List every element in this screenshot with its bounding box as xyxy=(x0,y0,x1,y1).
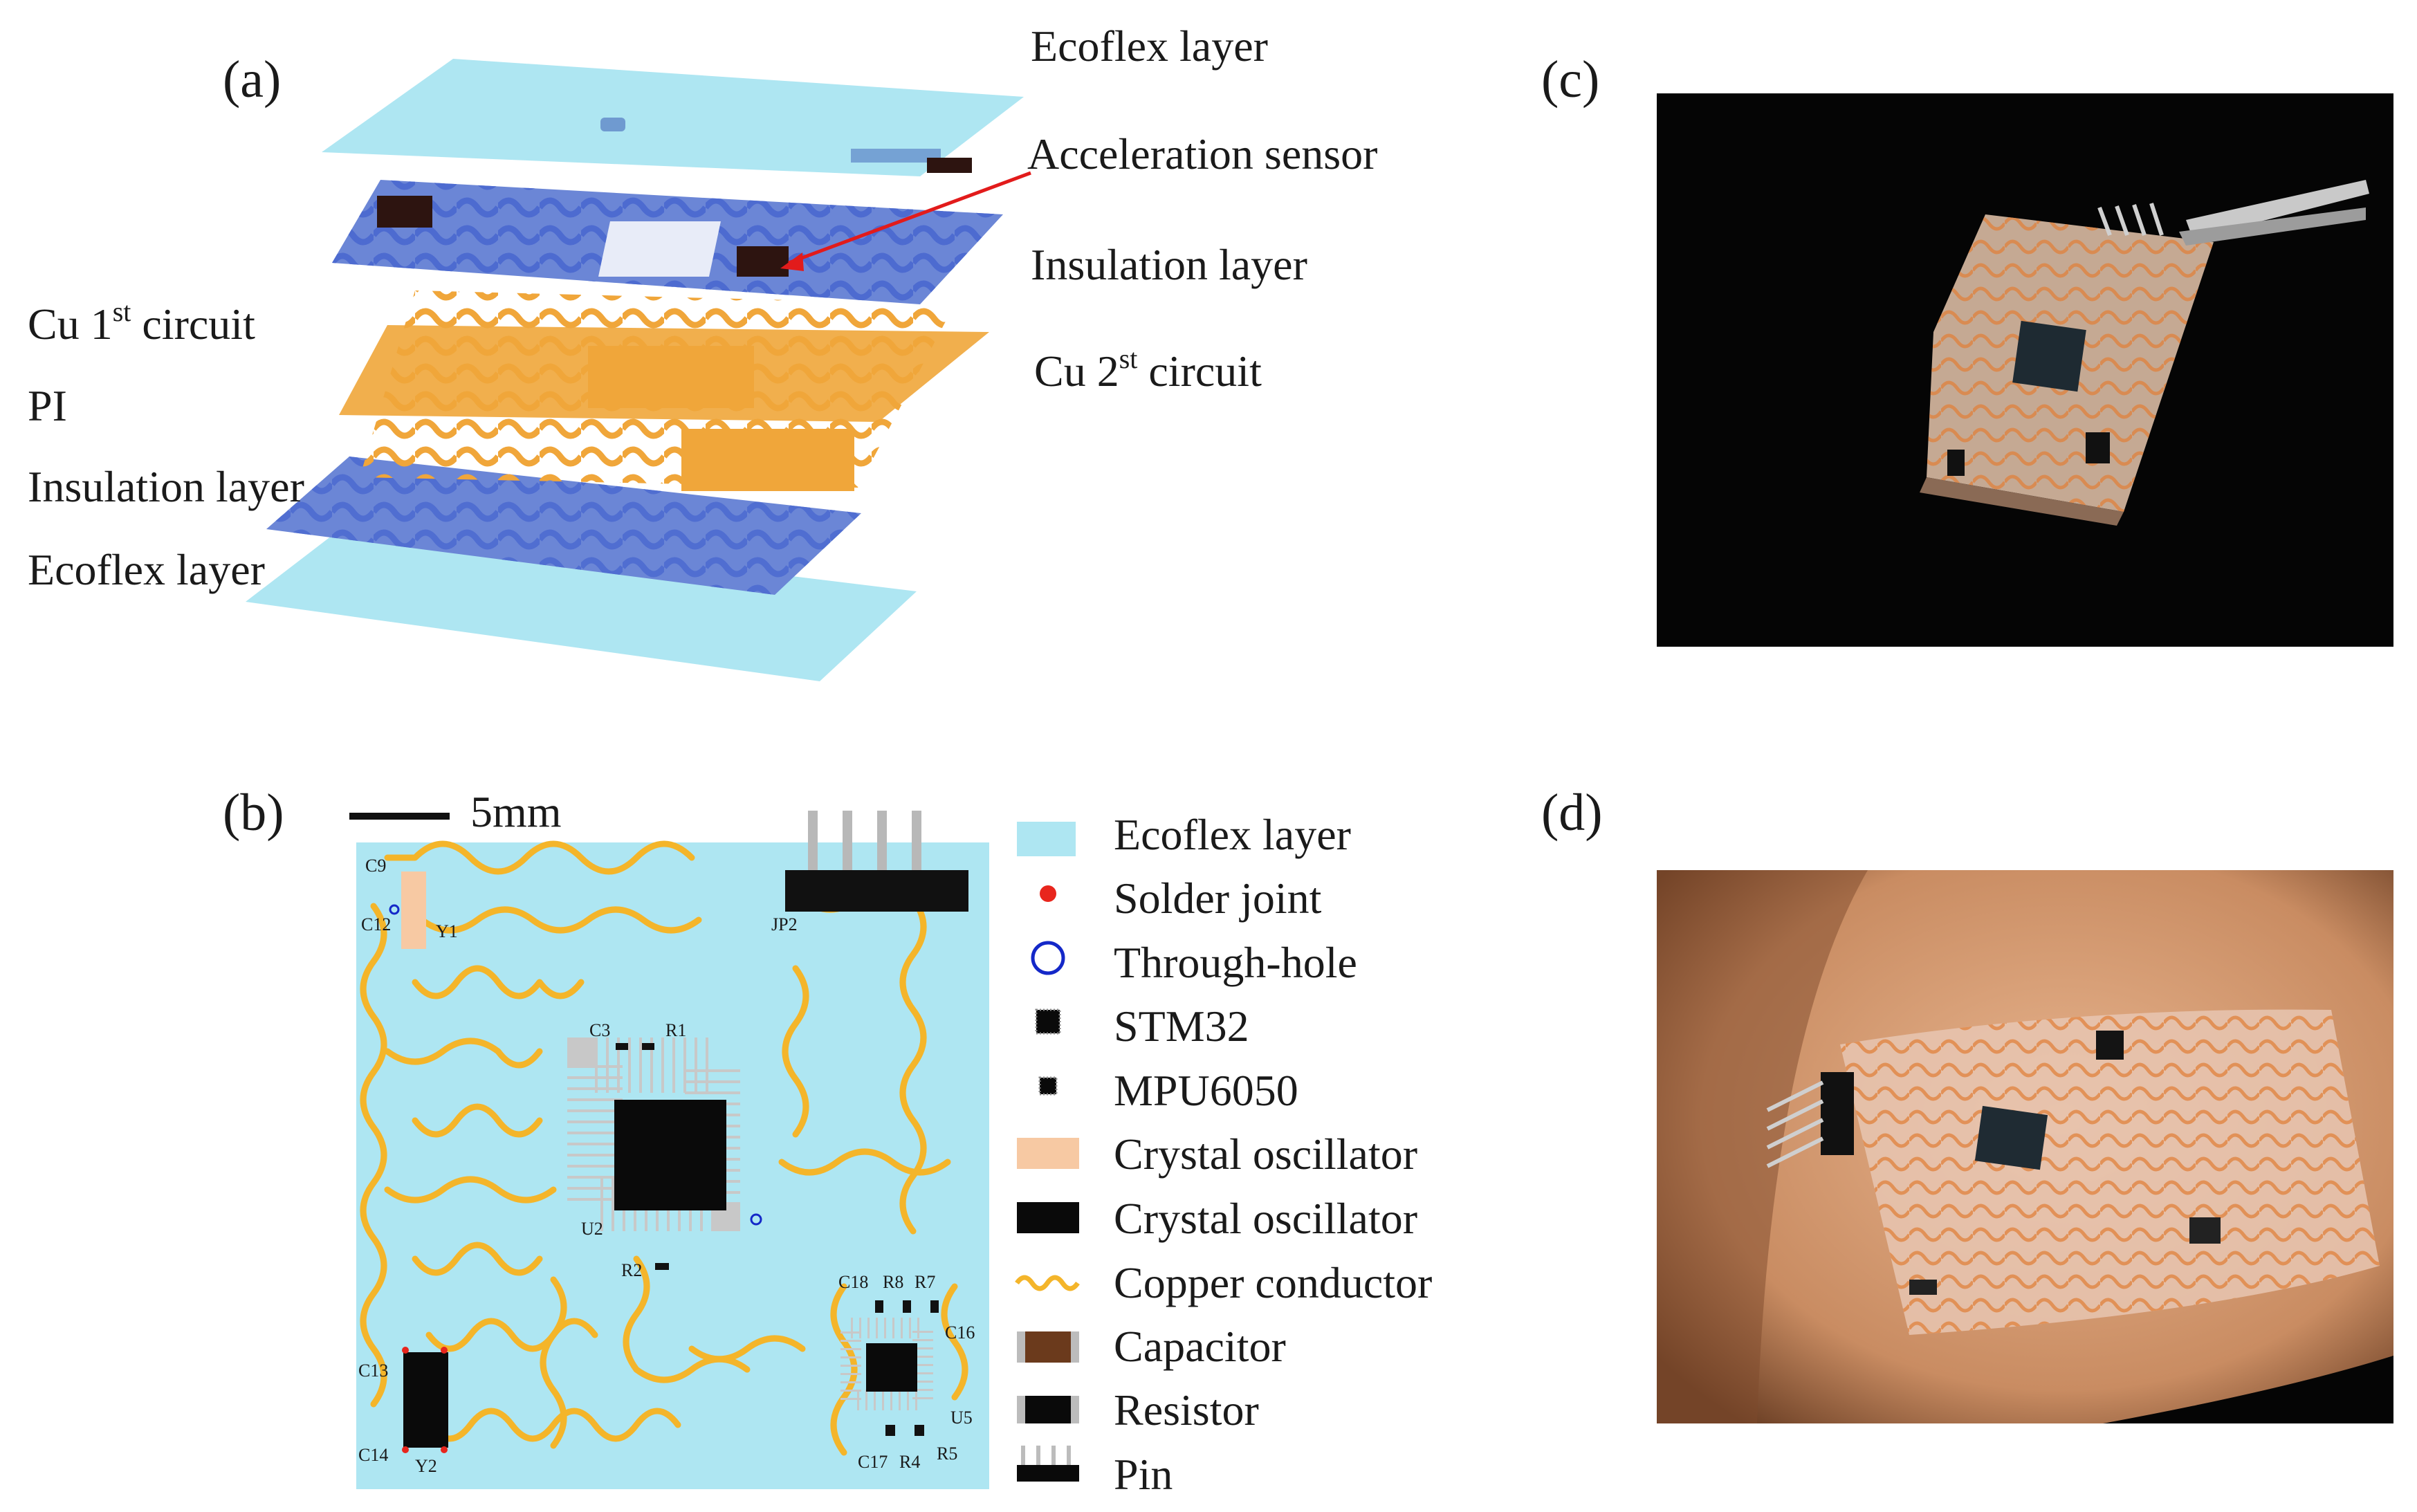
designator-jp2: JP2 xyxy=(771,914,798,934)
legend-label-through-hole: Through-hole xyxy=(1114,938,1357,987)
panel-c: (c) xyxy=(1541,50,2393,647)
crystal-oscillator-y2 xyxy=(403,1352,448,1448)
photo-c-pins xyxy=(2097,203,2164,237)
tweezers xyxy=(2186,180,2369,239)
acceleration-sensor-arrow xyxy=(788,171,1031,265)
designator-c14: C14 xyxy=(358,1445,388,1465)
panel-a-label: (a) xyxy=(223,50,281,109)
crystal-oscillator-peach-icon xyxy=(1017,1138,1079,1169)
label-cu-1st-circuit: Cu 1st circuit xyxy=(28,296,255,349)
label-pi: PI xyxy=(28,381,67,430)
designator-c18: C18 xyxy=(838,1272,868,1292)
legend-label-mpu6050: MPU6050 xyxy=(1114,1066,1298,1115)
designator-u5: U5 xyxy=(950,1408,973,1428)
passive-components xyxy=(616,1043,939,1436)
photo-d-stm32-chip xyxy=(1974,1105,2048,1170)
designator-y1: Y1 xyxy=(436,921,458,941)
photo-c-stm32-chip xyxy=(2012,320,2086,392)
legend-icons xyxy=(1015,822,1080,1482)
solder-joints xyxy=(402,1347,448,1453)
component-designators: C9 C12 Y1 JP2 C3 R1 U2 R2 C18 R8 R7 C16 … xyxy=(358,856,975,1476)
acceleration-sensor-chip xyxy=(737,246,789,277)
panel-b: (b) 5mm xyxy=(223,784,1432,1499)
panel-a: (a) Ecoflex layer Acceleration sensor In… xyxy=(28,21,1377,681)
label-insulation-top: Insulation layer xyxy=(1031,240,1307,289)
legend-label-crystal-black: Crystal oscillator xyxy=(1114,1194,1417,1243)
stm32-chip-u2 xyxy=(567,1038,740,1231)
legend-label-stm32: STM32 xyxy=(1114,1002,1249,1051)
designator-c17: C17 xyxy=(858,1452,888,1472)
resistor-block-icon xyxy=(1017,1396,1079,1423)
through-hole-circle-icon xyxy=(1031,941,1065,975)
stm32-chip-icon xyxy=(1035,1008,1061,1035)
legend-labels: Ecoflex layer Solder joint Through-hole … xyxy=(1114,810,1432,1499)
designator-r8: R8 xyxy=(883,1272,903,1292)
through-holes xyxy=(389,904,762,1226)
legend-label-crystal-peach: Crystal oscillator xyxy=(1114,1130,1417,1179)
designator-c13: C13 xyxy=(358,1361,388,1381)
panel-d: (d) xyxy=(1541,784,2393,1423)
designator-c16: C16 xyxy=(945,1322,975,1343)
crystal-chip-a xyxy=(377,196,432,228)
crystal-oscillator-black-icon xyxy=(1017,1202,1079,1233)
copper-conductor-wave-icon xyxy=(1015,1275,1080,1291)
solder-joint-dot-icon xyxy=(1040,885,1056,902)
designator-r4: R4 xyxy=(899,1452,920,1472)
designator-c9: C9 xyxy=(365,856,386,876)
label-ecoflex-top: Ecoflex layer xyxy=(1031,21,1268,71)
designator-u2: U2 xyxy=(581,1219,603,1239)
legend-label-solder-joint: Solder joint xyxy=(1114,874,1322,923)
designator-y2: Y2 xyxy=(415,1456,437,1476)
exploded-bottom-ecoflex-layer xyxy=(246,522,917,681)
mpu6050-chip-icon xyxy=(1038,1076,1058,1096)
designator-c3: C3 xyxy=(589,1020,610,1040)
label-cu-2nd-circuit: Cu 2st circuit xyxy=(1034,343,1262,396)
exploded-top-ecoflex-layer xyxy=(322,59,1024,176)
panel-d-label: (d) xyxy=(1541,784,1603,842)
capacitor-block-icon xyxy=(1017,1331,1079,1363)
legend-label-pin: Pin xyxy=(1114,1450,1173,1499)
legend-label-copper-conductor: Copper conductor xyxy=(1114,1258,1432,1307)
photo-d-pins xyxy=(1766,1080,1824,1168)
mpu6050-chip-u5 xyxy=(840,1318,933,1410)
ecoflex-swatch-icon xyxy=(1017,822,1076,856)
label-insulation-bottom: Insulation layer xyxy=(28,462,304,511)
photo-d-pin-header xyxy=(1821,1072,1854,1155)
crystal-oscillator-y1 xyxy=(401,872,426,949)
designator-r1: R1 xyxy=(665,1020,686,1040)
designator-r5: R5 xyxy=(937,1444,957,1464)
legend: Ecoflex layer Solder joint Through-hole … xyxy=(1015,810,1432,1499)
designator-r7: R7 xyxy=(915,1272,935,1292)
legend-label-resistor: Resistor xyxy=(1114,1385,1259,1435)
designator-c12: C12 xyxy=(361,914,391,934)
pin-header-icon xyxy=(1017,1446,1079,1482)
panel-c-label: (c) xyxy=(1541,50,1599,109)
designator-r2: R2 xyxy=(621,1260,642,1280)
label-acceleration-sensor: Acceleration sensor xyxy=(1027,129,1377,178)
panel-b-label: (b) xyxy=(223,784,284,842)
label-ecoflex-bottom: Ecoflex layer xyxy=(28,545,265,594)
legend-label-capacitor: Capacitor xyxy=(1114,1322,1286,1371)
legend-label-ecoflex: Ecoflex layer xyxy=(1114,810,1351,859)
pin-header-jp2 xyxy=(785,811,968,912)
scale-bar-label: 5mm xyxy=(470,787,562,836)
